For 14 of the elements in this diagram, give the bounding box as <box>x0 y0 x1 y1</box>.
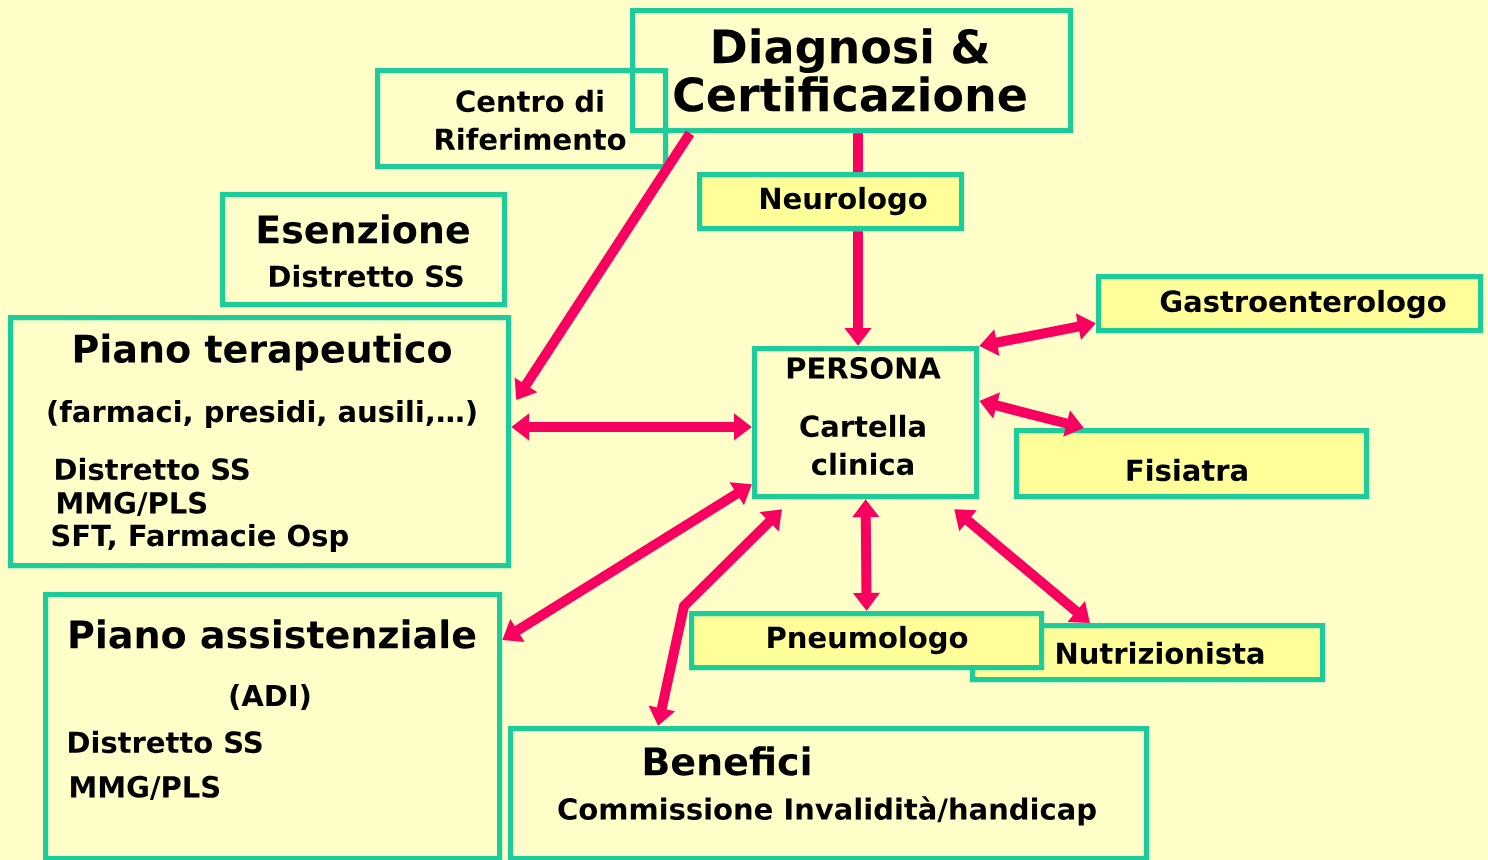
info-box: PERSONA Cartella clinica <box>752 346 980 500</box>
info-box: Piano assistenziale (ADI) Distretto SS MMG/PLS <box>43 592 503 860</box>
arrow <box>954 509 1090 623</box>
specialist-box: Neurologo <box>697 172 965 232</box>
info-box: Centro di Riferimento <box>375 68 669 170</box>
connector-line <box>853 133 863 172</box>
info-box: Benefici Commissione Invalidità/handicap <box>508 726 1150 860</box>
info-box: Esenzione Distretto SS <box>220 192 508 308</box>
specialist-box: Pneumologo <box>689 611 1045 671</box>
specialist-box: Fisiatra <box>1014 428 1370 500</box>
info-box: Diagnosi & Certificazione <box>630 8 1074 134</box>
specialist-box: Gastroenterologo <box>1096 274 1484 334</box>
info-box: Piano terapeutico (farmaci, presidi, ausili,…) Distretto SS MMG/PLS SFT, Farmacie Osp <box>8 315 512 569</box>
arrow <box>514 130 695 400</box>
